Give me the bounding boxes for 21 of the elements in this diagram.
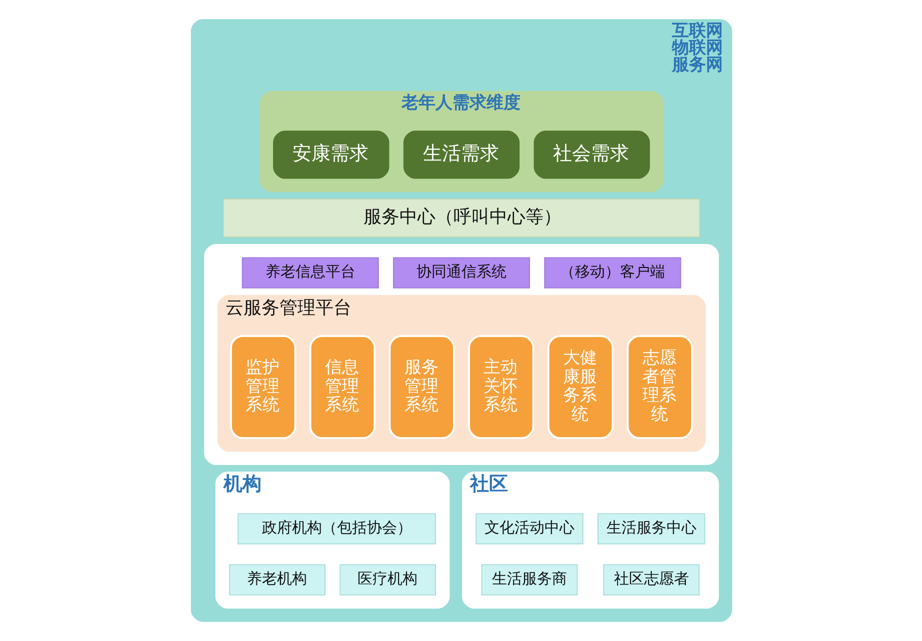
node-box: 大健康服务系统 — [546, 335, 614, 440]
node-box: 医疗机构 — [339, 564, 436, 596]
cluster — [204, 244, 718, 466]
node-box: 安康需求 — [272, 130, 389, 179]
node-box: （移动）客户端 — [544, 257, 681, 288]
node-box: 服务管理系统 — [388, 335, 454, 440]
node-box: 社区志愿者 — [602, 564, 700, 596]
node-box: 养老机构 — [228, 564, 325, 596]
node-box: 政府机构（包括协会） — [237, 513, 436, 544]
node-box: 养老信息平台 — [241, 257, 378, 288]
node-box: 生活服务中心 — [597, 513, 705, 544]
node-box: 信息管理系统 — [308, 335, 376, 440]
node-box: 监护管理系统 — [230, 335, 296, 440]
node-box: 生活需求 — [402, 130, 520, 179]
node-box: 服务中心（呼叫中心等） — [222, 198, 700, 238]
node-box: 协同通信系统 — [392, 257, 530, 288]
node-box: 文化活动中心 — [475, 513, 583, 544]
node-box: 主动关怀系统 — [468, 335, 534, 440]
node-box: 志愿者管理系统 — [626, 335, 692, 440]
node-box: 社会需求 — [533, 130, 650, 179]
node-box: 生活服务商 — [480, 564, 578, 596]
